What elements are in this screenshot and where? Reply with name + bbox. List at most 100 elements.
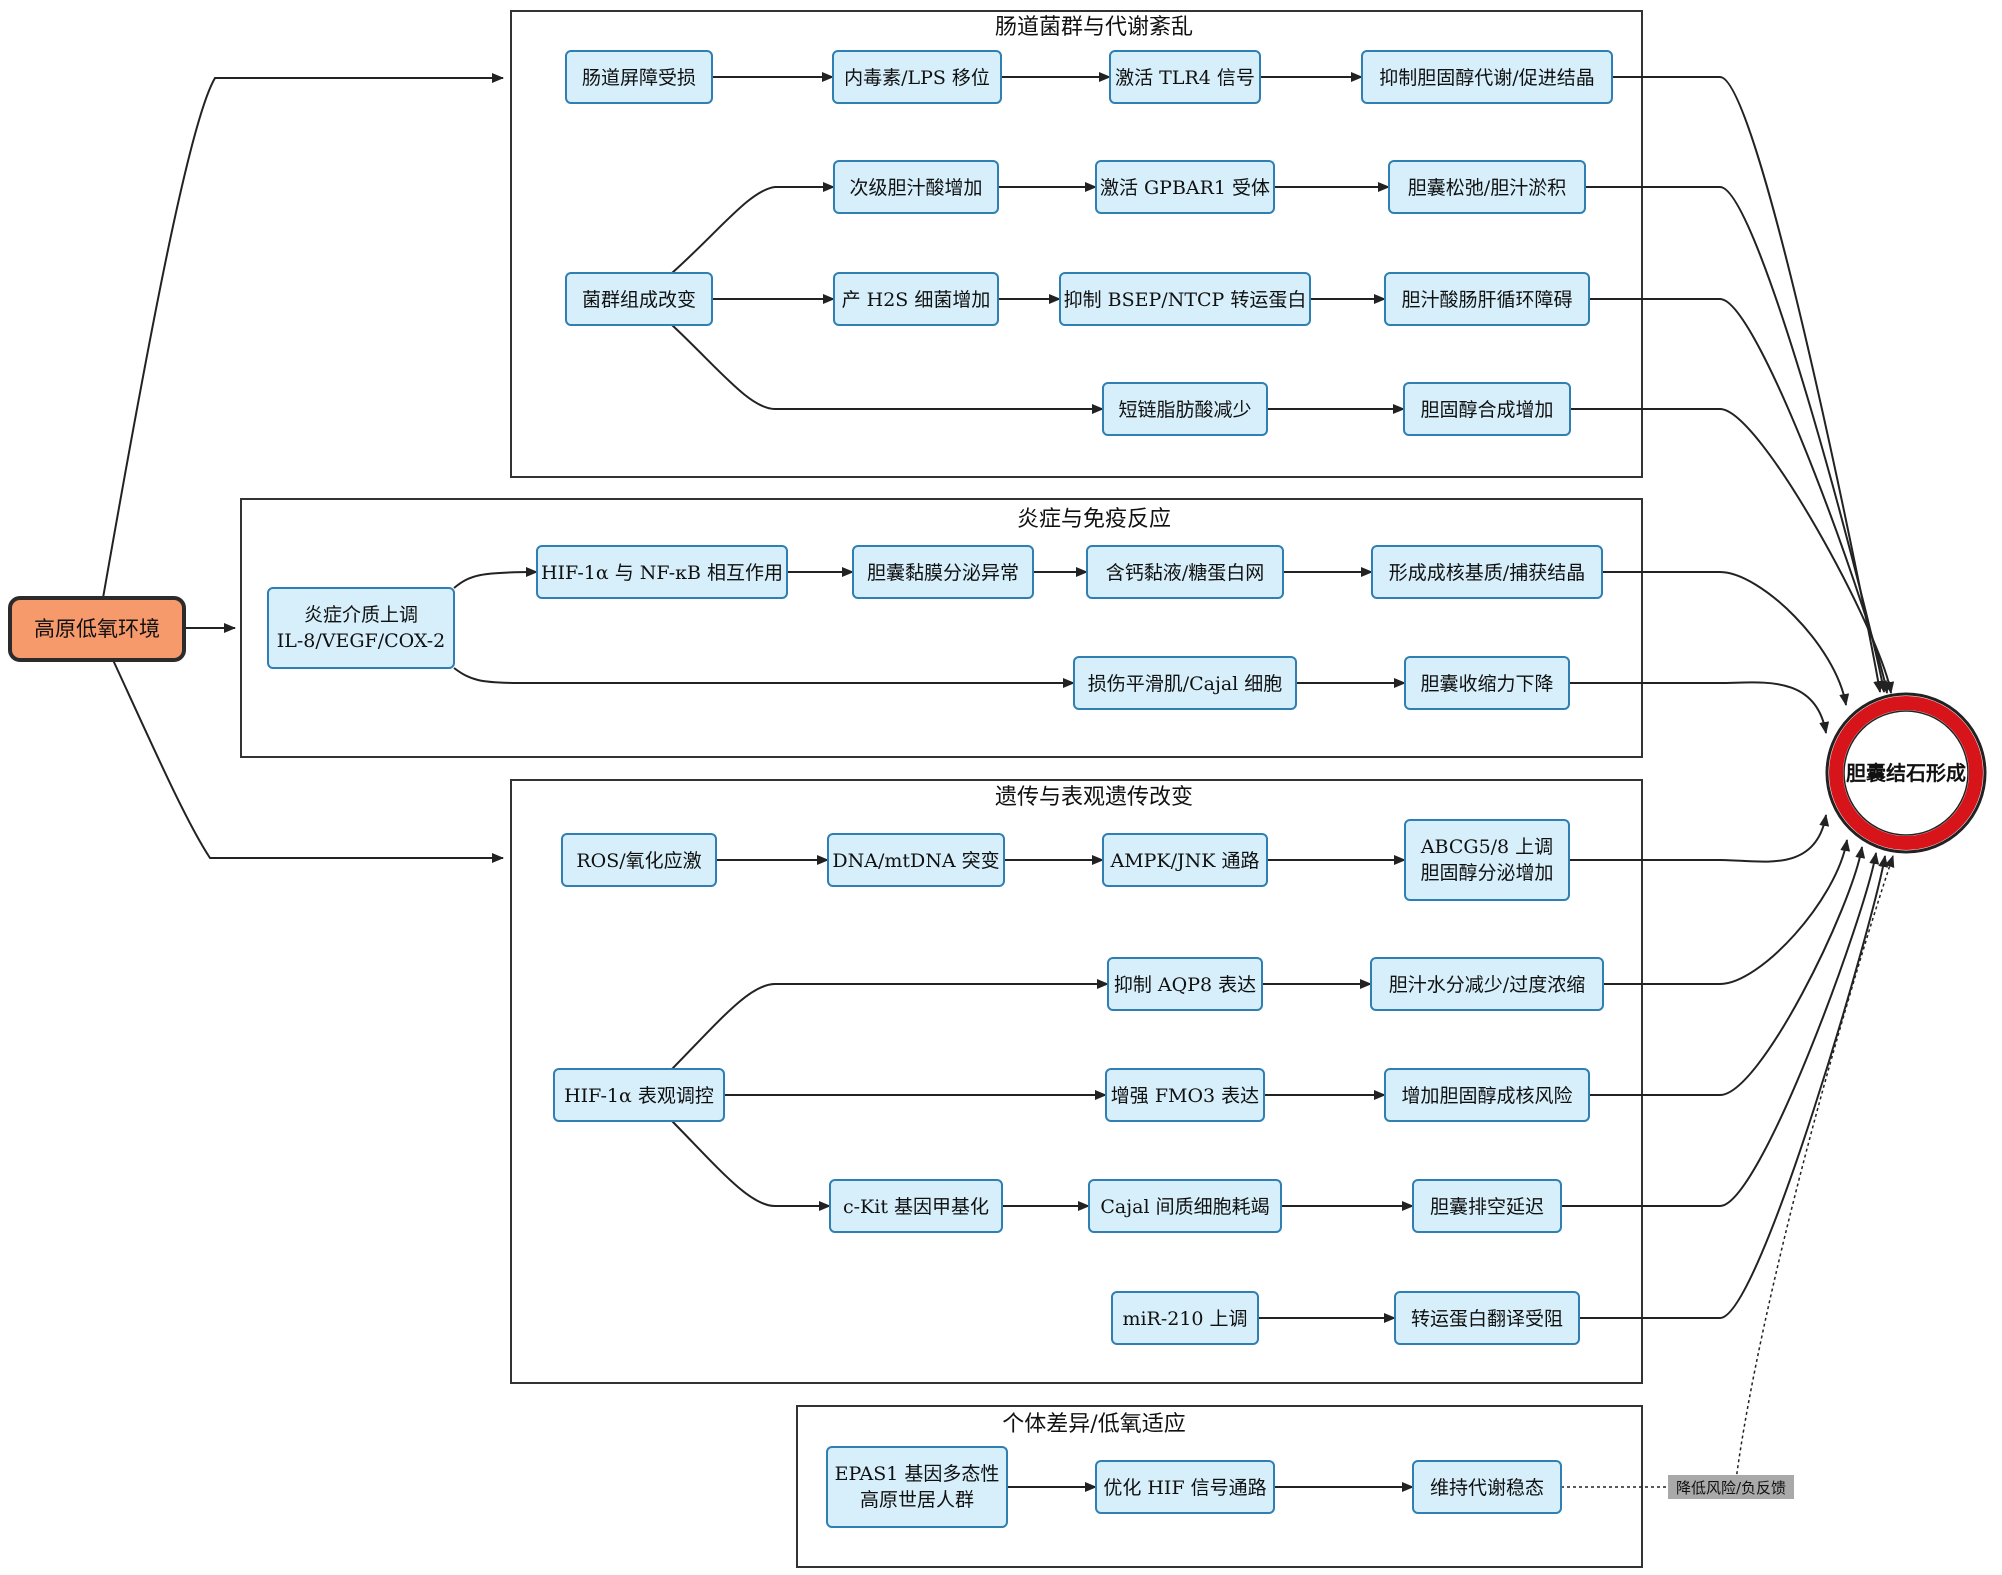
node-box [565, 272, 713, 326]
node-box [1095, 160, 1275, 214]
node-i7: 胆囊收缩力下降 [1404, 656, 1570, 710]
node-g8: 菌群组成改变 [565, 272, 713, 326]
edge-e6-target [1603, 839, 1851, 985]
source-node-box [8, 596, 186, 662]
cluster-genetic: 遗传与表观遗传改变 [510, 779, 1643, 1384]
node-label: 抑制 AQP8 表达 [1114, 974, 1256, 996]
node-label: 胆囊收缩力下降 [1420, 673, 1553, 695]
node-box [536, 545, 788, 599]
node-g6: 激活 GPBAR1 受体 [1095, 160, 1275, 214]
node-e3: AMPK/JNK 通路 [1102, 833, 1268, 887]
node-label-line: ABCG5/8 上调 [1420, 836, 1553, 858]
cluster-inflammation: 炎症与免疫反应 [240, 498, 1643, 758]
cluster-title-gut: 肠道菌群与代谢紊乱 [995, 15, 1193, 40]
node-e9: 增加胆固醇成核风险 [1384, 1068, 1590, 1122]
cluster-title-individual: 个体差异/低氧适应 [1002, 1412, 1185, 1437]
node-box [1412, 1460, 1562, 1514]
cluster-title-genetic: 遗传与表观遗传改变 [995, 785, 1193, 810]
node-label: 含钙黏液/糖蛋白网 [1106, 562, 1264, 584]
node-label: 抑制 BSEP/NTCP 转运蛋白 [1064, 289, 1307, 311]
edge-i5-target [1602, 571, 1850, 706]
node-box [1109, 50, 1261, 104]
node-g13: 胆固醇合成增加 [1403, 382, 1571, 436]
node-label: 胆汁酸肠肝循环障碍 [1401, 289, 1572, 311]
cluster-frame [240, 498, 1643, 758]
node-label: 抑制胆固醇代谢/促进结晶 [1379, 67, 1594, 89]
node-box [1088, 1179, 1282, 1233]
node-label-line: 胆固醇分泌增加 [1420, 862, 1553, 884]
node-box [1105, 1068, 1265, 1122]
node-label: 维持代谢稳态 [1430, 1477, 1544, 1499]
node-label: c-Kit 基因甲基化 [843, 1196, 989, 1218]
node-label: 胆囊松弛/胆汁淤积 [1408, 177, 1566, 199]
node-a3: 维持代谢稳态 [1412, 1460, 1562, 1514]
edge-e4-target [1569, 814, 1830, 863]
node-box [1095, 1460, 1275, 1514]
node-box [827, 833, 1005, 887]
node-box [1073, 656, 1297, 710]
node-box [1059, 272, 1311, 326]
feedback-label-text: 降低风险/负反馈 [1676, 1479, 1786, 1497]
red-ring-circle-icon [1825, 692, 1987, 854]
node-e2: DNA/mtDNA 突变 [827, 833, 1005, 887]
node-a2: 优化 HIF 信号通路 [1095, 1460, 1275, 1514]
node-label: 损伤平滑肌/Cajal 细胞 [1088, 673, 1283, 695]
edge-i1-i6 [453, 667, 1075, 688]
node-box [1111, 1291, 1259, 1345]
node-box [832, 50, 1002, 104]
node-label: 次级胆汁酸增加 [849, 177, 982, 199]
node-e1: ROS/氧化应激 [561, 833, 717, 887]
node-box [1361, 50, 1613, 104]
cluster-title-inflammation: 炎症与免疫反应 [1017, 507, 1171, 532]
node-label: 激活 GPBAR1 受体 [1100, 177, 1270, 199]
node-g11: 胆汁酸肠肝循环障碍 [1384, 272, 1590, 326]
node-box [565, 50, 713, 104]
node-label-line: 炎症介质上调 [304, 604, 418, 626]
node-e7: HIF-1α 表观调控 [553, 1068, 725, 1122]
edge-source-gut [102, 73, 504, 599]
node-box [267, 587, 455, 669]
node-label: DNA/mtDNA 突变 [832, 850, 999, 872]
target-node: 胆囊结石形成 [1825, 692, 1987, 854]
node-i3: 胆囊黏膜分泌异常 [852, 545, 1034, 599]
node-label: ROS/氧化应激 [576, 850, 701, 872]
edge-g7-target [1585, 186, 1888, 693]
node-box [852, 545, 1034, 599]
edge-a3-target [1735, 855, 1895, 1481]
node-i5: 形成成核基质/捕获结晶 [1371, 545, 1603, 599]
node-box [1107, 957, 1263, 1011]
node-g7: 胆囊松弛/胆汁淤积 [1388, 160, 1586, 214]
node-label: HIF-1α 表观调控 [564, 1085, 714, 1107]
node-box [826, 1446, 1008, 1528]
node-box [1371, 545, 1603, 599]
node-box [1403, 382, 1571, 436]
node-label: 激活 TLR4 信号 [1115, 67, 1255, 89]
node-label-line: EPAS1 基因多态性 [835, 1463, 1000, 1485]
node-label: 产 H2S 细菌增加 [842, 289, 991, 311]
node-box [1394, 1291, 1580, 1345]
cluster-frame [510, 10, 1643, 478]
edge-g8-g12 [671, 324, 1104, 414]
node-box [1102, 833, 1268, 887]
cluster-frame [510, 779, 1643, 1384]
node-g5: 次级胆汁酸增加 [833, 160, 999, 214]
node-box [1086, 545, 1284, 599]
node-box [1102, 382, 1268, 436]
edge-g4-target [1612, 76, 1884, 693]
feedback-label-bg [1668, 1475, 1794, 1499]
node-label: 胆囊排空延迟 [1430, 1196, 1544, 1218]
target-ring [1829, 696, 1983, 850]
node-label: 肠道屏障受损 [582, 67, 696, 89]
node-box [1404, 656, 1570, 710]
node-g3: 激活 TLR4 信号 [1109, 50, 1261, 104]
node-g9: 产 H2S 细菌增加 [833, 272, 999, 326]
edge-e7-e5 [671, 979, 1109, 1070]
node-label: Cajal 间质细胞耗竭 [1100, 1196, 1269, 1218]
cluster-gut: 肠道菌群与代谢紊乱 [510, 10, 1643, 478]
node-label: 短链脂肪酸减少 [1118, 399, 1251, 421]
edge-g13-target [1570, 408, 1895, 694]
node-box [1384, 1068, 1590, 1122]
